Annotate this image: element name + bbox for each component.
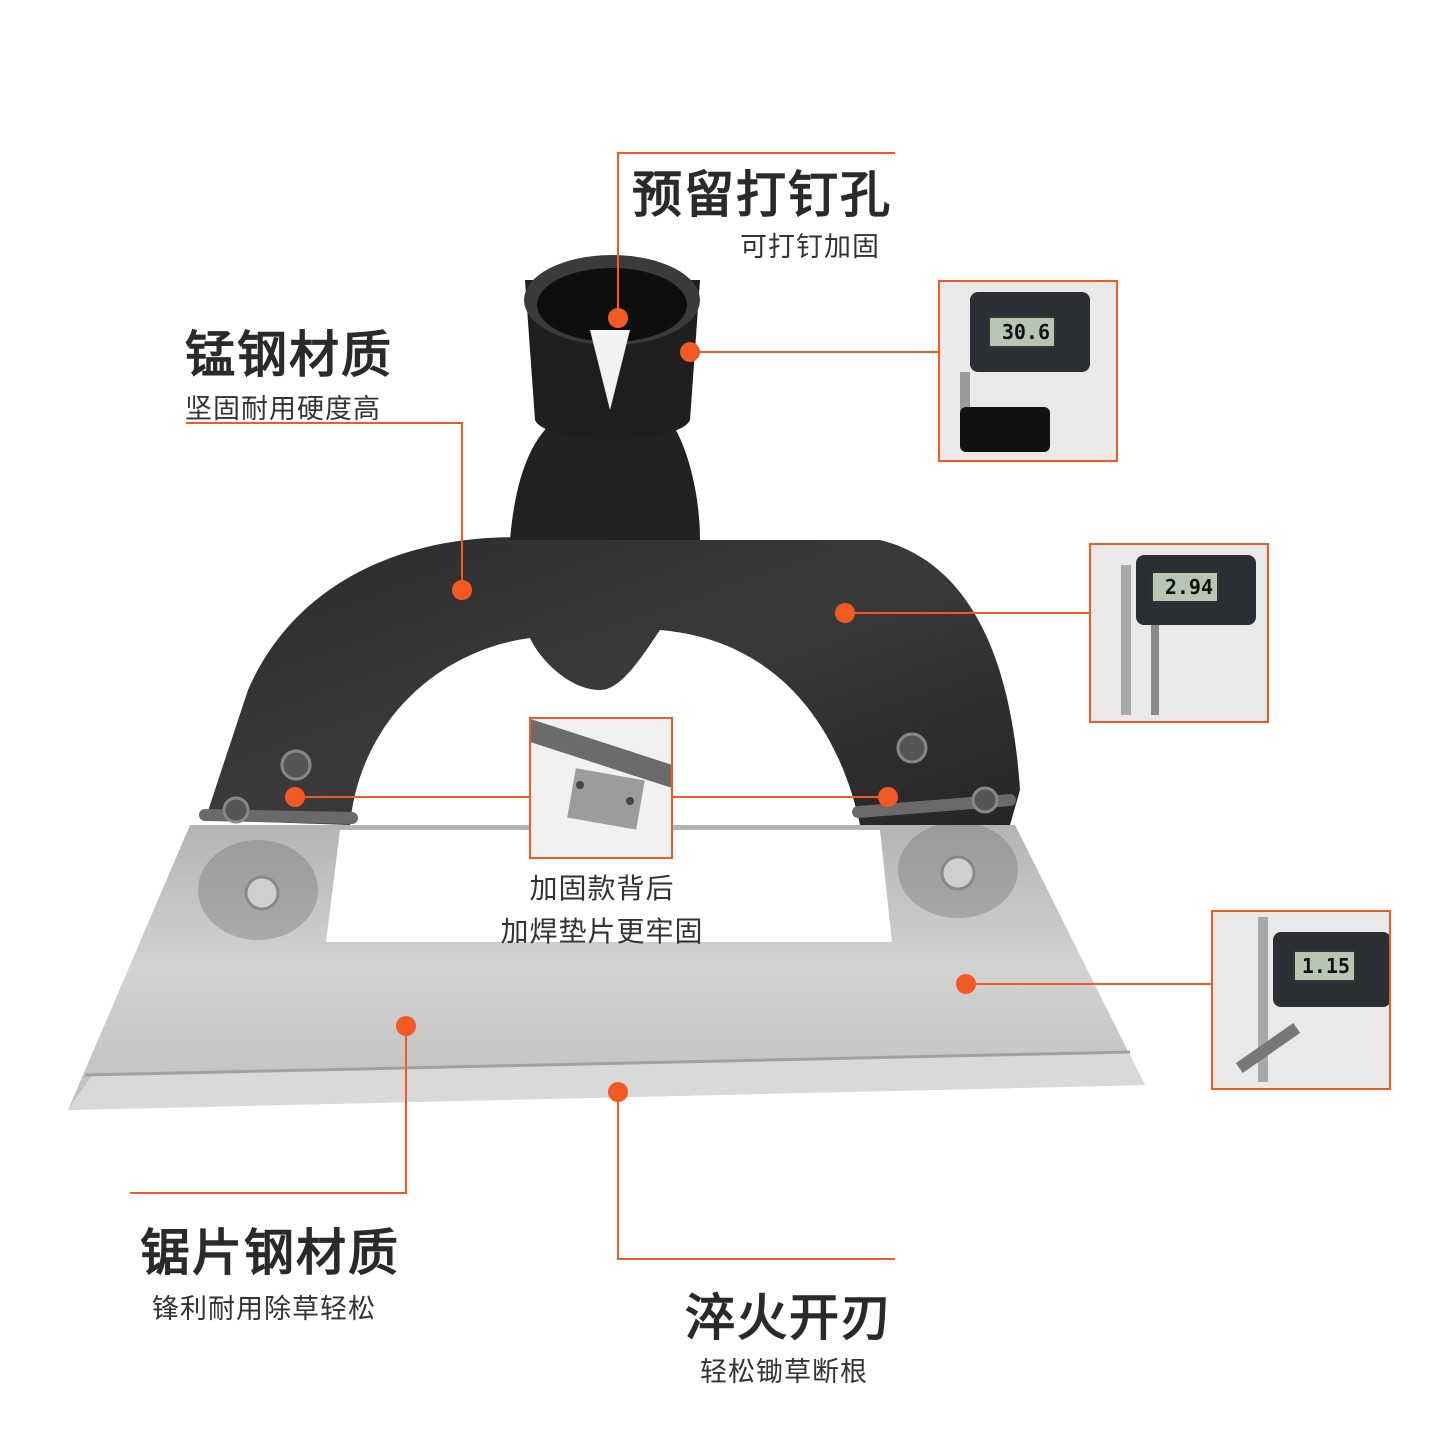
blade-caliper-reading: 1.15 — [1293, 950, 1356, 982]
dot-blade-thickness — [956, 974, 976, 994]
manganese-title: 锰钢材质 — [185, 326, 393, 384]
quench-subtitle: 轻松锄草断根 — [700, 1357, 868, 1388]
dot-nail-hole — [608, 308, 628, 328]
arch-measure-photo: 2.94 — [1089, 543, 1269, 723]
manganese-subtitle: 坚固耐用硬度高 — [185, 394, 381, 425]
quench-title: 淬火开刃 — [685, 1289, 893, 1347]
callout-leaders — [130, 152, 1212, 1260]
nail-hole-title: 预留打钉孔 — [632, 166, 892, 224]
dot-arch — [835, 603, 855, 623]
arch-caliper-reading: 2.94 — [1151, 571, 1219, 603]
saw-steel-blade — [68, 822, 1145, 1110]
blade-measure-photo: 1.15 — [1211, 910, 1391, 1090]
manganese-arch — [199, 420, 1020, 825]
dot-edge — [608, 1082, 628, 1102]
handle-socket — [524, 255, 700, 439]
dot-weld-right — [878, 787, 898, 807]
reinforce-caption-line1: 加固款背后 — [529, 872, 675, 905]
reinforce-caption-line2: 加焊垫片更牢固 — [500, 915, 704, 948]
dot-socket — [680, 342, 700, 362]
saw-steel-title: 锯片钢材质 — [140, 1224, 400, 1282]
socket-caliper-reading: 30.6 — [988, 316, 1056, 348]
socket-measure-photo: 30.6 — [938, 280, 1118, 462]
saw-steel-subtitle: 锋利耐用除草轻松 — [152, 1294, 376, 1325]
rivet-group — [222, 732, 999, 911]
weld-backing-photo — [529, 717, 673, 859]
dot-weld-left — [285, 787, 305, 807]
dot-saw-steel — [396, 1016, 416, 1036]
nail-hole-subtitle: 可打钉加固 — [740, 232, 880, 263]
callout-dots — [285, 308, 976, 1102]
dot-manganese — [452, 580, 472, 600]
